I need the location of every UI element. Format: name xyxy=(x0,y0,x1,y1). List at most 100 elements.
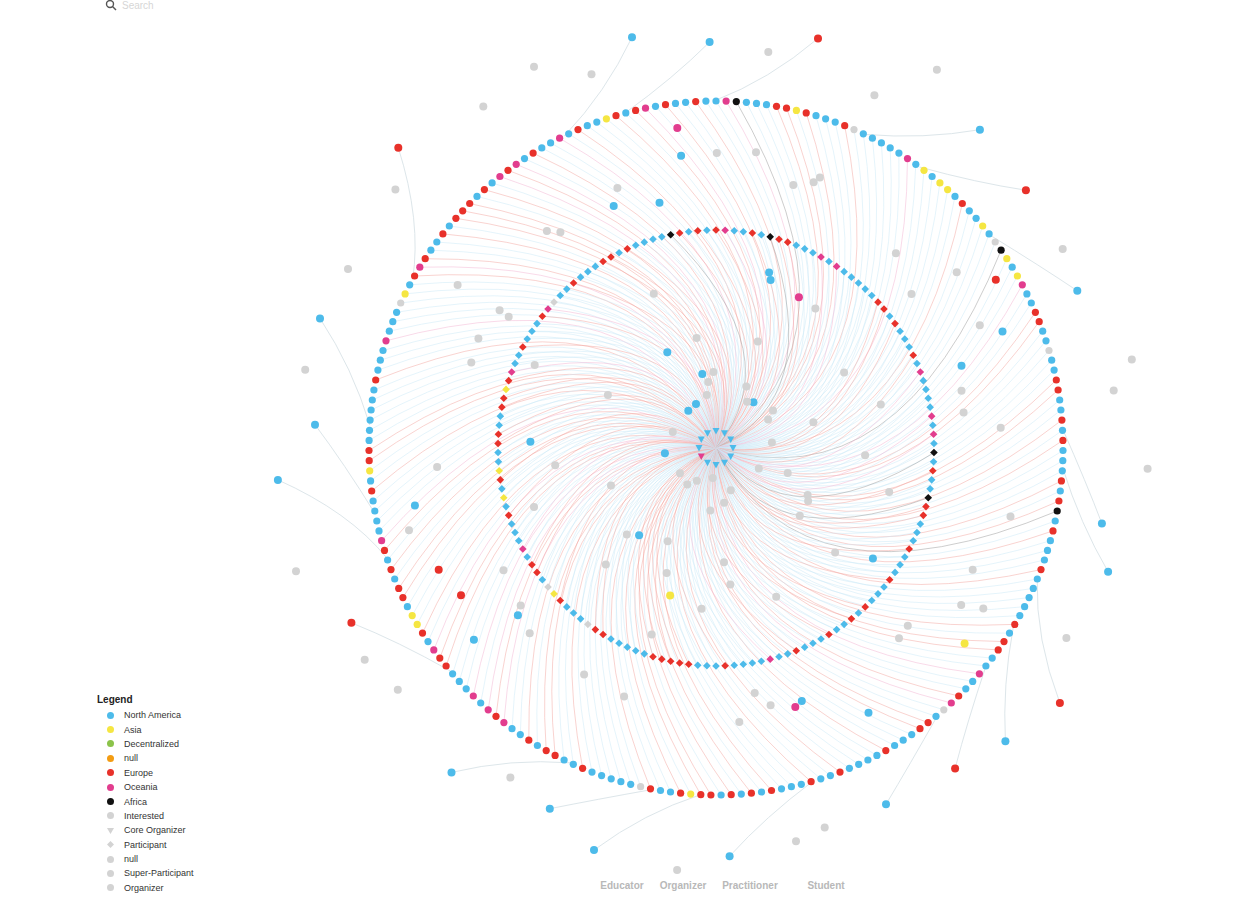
link-line xyxy=(515,357,716,448)
loose-dot xyxy=(692,400,700,408)
outer-dot xyxy=(394,144,402,152)
loose-dot xyxy=(885,488,893,496)
link-line xyxy=(397,302,716,448)
loose-dot xyxy=(433,463,441,471)
participant-diamond xyxy=(667,657,675,665)
member-dot xyxy=(368,487,375,494)
participant-diamond xyxy=(500,394,508,402)
member-dot xyxy=(419,630,426,637)
loose-dot xyxy=(831,549,839,557)
legend-swatch xyxy=(107,870,114,877)
participant-diamond xyxy=(539,312,547,320)
participant-diamond xyxy=(497,476,505,484)
outer-dot xyxy=(361,656,369,664)
member-dot xyxy=(846,765,853,772)
outer-dot xyxy=(344,265,352,273)
core-organizer xyxy=(698,437,705,444)
link-line xyxy=(395,420,716,579)
participant-diamond xyxy=(896,327,904,335)
link-line xyxy=(420,267,716,448)
participant-diamond xyxy=(930,458,938,466)
participant-diamond xyxy=(533,320,541,328)
link-line xyxy=(446,442,716,666)
loose-dot xyxy=(703,391,711,399)
participant-diamond xyxy=(901,335,909,343)
member-dot xyxy=(556,135,563,142)
link-line xyxy=(713,448,858,613)
link-line xyxy=(689,232,752,448)
legend-swatch xyxy=(107,784,114,791)
legend: LegendNorth AmericaAsiaDecentralizednull… xyxy=(97,694,194,895)
outer-dot xyxy=(726,852,734,860)
participant-diamond xyxy=(917,520,925,528)
participant-diamond xyxy=(874,590,882,598)
loose-dot xyxy=(727,486,735,494)
leader-line xyxy=(886,715,938,805)
link-line xyxy=(716,232,775,448)
member-dot xyxy=(1006,630,1013,637)
member-dot xyxy=(908,731,915,738)
loose-dot xyxy=(698,370,706,378)
member-dot xyxy=(1051,367,1058,374)
link-line xyxy=(673,448,725,666)
member-dot xyxy=(1048,357,1055,364)
member-dot xyxy=(466,200,473,207)
member-dot xyxy=(452,215,459,222)
link-line xyxy=(466,446,716,689)
link-line xyxy=(370,366,717,448)
outer-dot xyxy=(530,63,538,71)
link-line xyxy=(716,239,794,448)
participant-diamond xyxy=(929,421,937,429)
link-line xyxy=(532,440,716,565)
core-organizer xyxy=(721,430,728,437)
member-dot xyxy=(783,105,790,112)
participant-diamond xyxy=(880,305,888,313)
participant-diamond xyxy=(766,233,774,241)
outer-dot xyxy=(933,66,941,74)
loose-dot xyxy=(470,636,478,644)
member-dot xyxy=(525,737,532,744)
member-dot xyxy=(855,761,862,768)
participant-diamond xyxy=(913,529,921,537)
loose-dot xyxy=(648,630,656,638)
participant-diamond xyxy=(592,626,600,634)
link-line xyxy=(676,448,734,665)
loose-dot xyxy=(514,611,522,619)
core-organizer xyxy=(730,445,737,452)
link-line xyxy=(703,448,813,643)
leader-line xyxy=(452,762,571,773)
member-dot xyxy=(371,507,378,514)
participant-diamond xyxy=(886,312,894,320)
link-line xyxy=(716,242,799,448)
member-dot xyxy=(1011,621,1018,628)
participant-diamond xyxy=(544,583,552,591)
participant-diamond xyxy=(833,626,841,634)
outer-dot xyxy=(951,764,959,772)
member-dot xyxy=(404,603,411,610)
participant-diamond xyxy=(539,576,547,584)
member-dot xyxy=(912,161,919,168)
loose-dot xyxy=(877,400,885,408)
link-line xyxy=(626,448,716,793)
link-line xyxy=(716,398,928,476)
member-dot xyxy=(998,247,1005,254)
loose-dot xyxy=(604,391,612,399)
participant-diamond xyxy=(607,253,615,261)
link-line xyxy=(661,448,716,665)
member-dot xyxy=(1059,447,1066,454)
member-dot xyxy=(1039,328,1046,335)
link-line xyxy=(716,289,865,448)
link-line xyxy=(716,448,933,505)
loose-dot xyxy=(496,306,504,314)
member-dot xyxy=(496,173,503,180)
outer-dot xyxy=(1144,465,1152,473)
participant-diamond xyxy=(784,238,792,246)
legend-row: Oceania xyxy=(97,780,194,794)
member-dot xyxy=(1047,537,1054,544)
participant-diamond xyxy=(563,603,571,611)
outer-dot xyxy=(588,70,596,78)
member-dot xyxy=(384,556,391,563)
member-dot xyxy=(1032,309,1039,316)
participant-diamond xyxy=(533,569,541,577)
legend-swatch xyxy=(107,755,114,762)
